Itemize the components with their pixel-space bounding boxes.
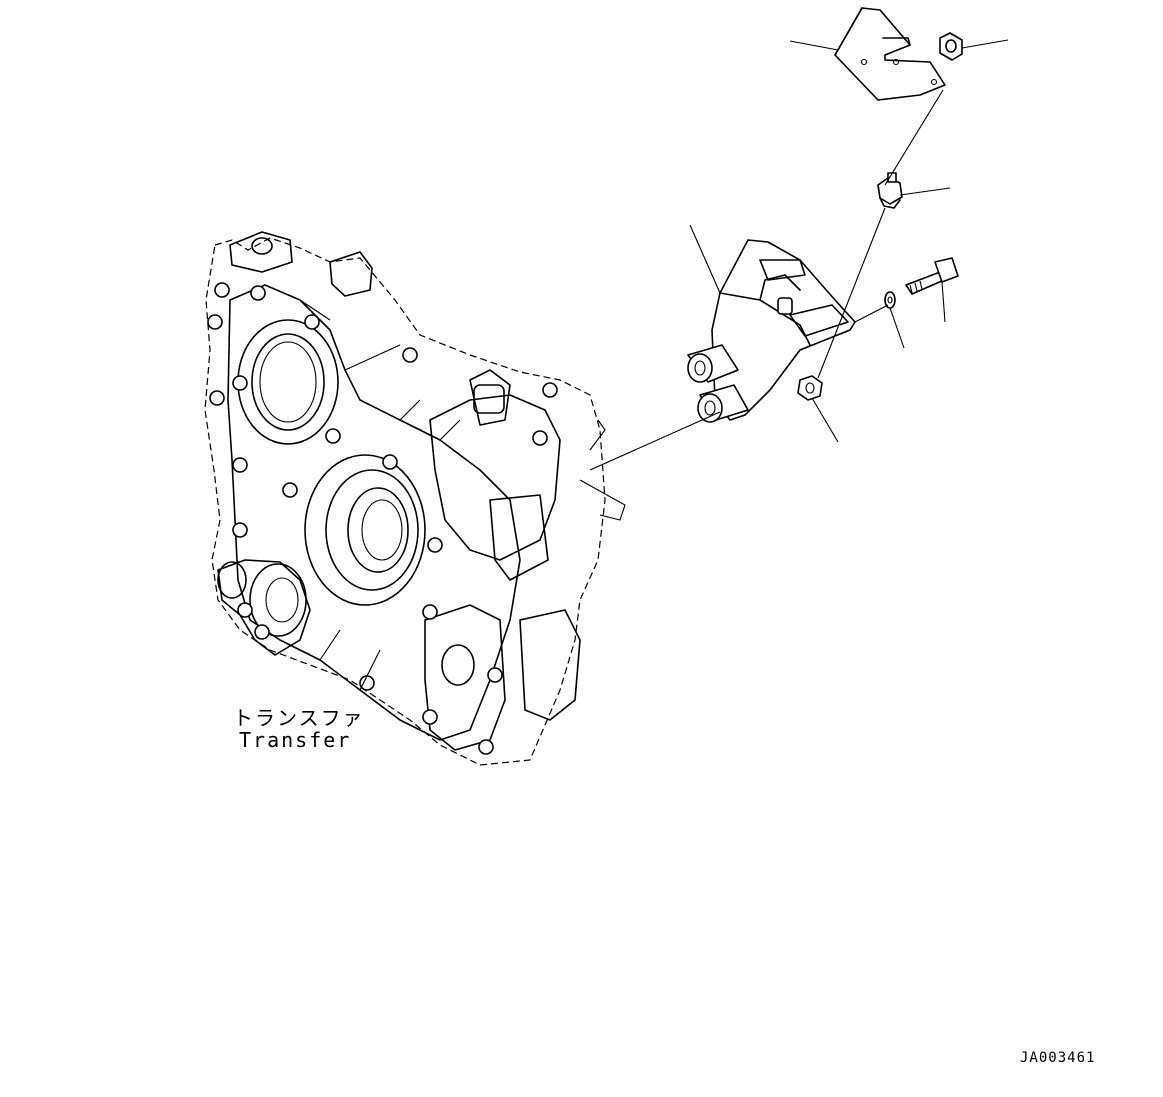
leader-lines <box>689 39 1009 443</box>
drawing-code: JA003461 <box>1020 1050 1096 1066</box>
transfer-housing <box>204 231 626 766</box>
top-plate <box>834 7 946 101</box>
lower-nut <box>797 375 823 401</box>
bracket <box>687 239 856 423</box>
stud <box>877 172 903 209</box>
housing-bolts <box>207 282 558 755</box>
bolt <box>905 257 959 295</box>
center-lines <box>589 89 944 471</box>
flange-nut <box>939 32 963 61</box>
transfer-label-japanese: トランスファ <box>233 706 365 730</box>
transfer-label-english: Transfer <box>239 728 352 752</box>
